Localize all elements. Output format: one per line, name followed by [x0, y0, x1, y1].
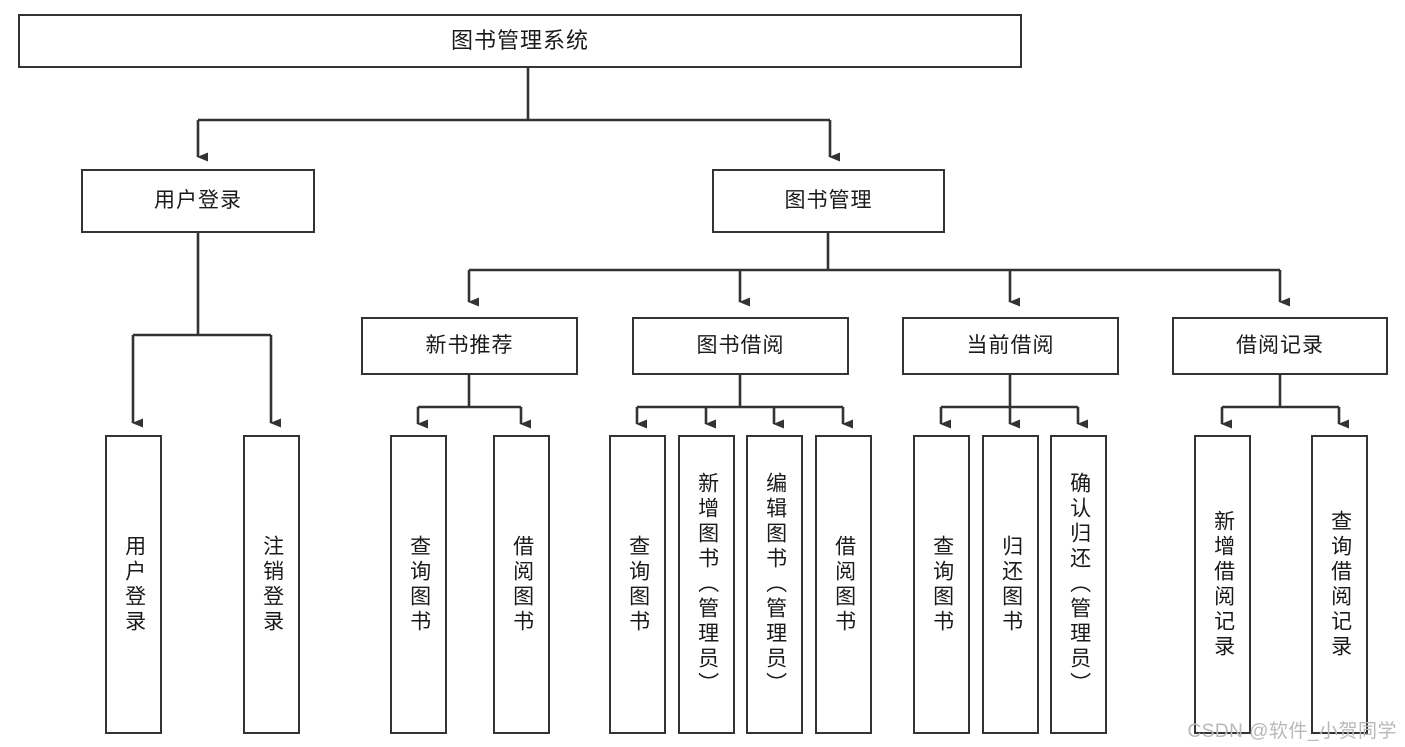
node-label: 当前借阅: [966, 333, 1055, 357]
node-label: 借阅图书: [510, 534, 534, 635]
node-label: 图书管理系统: [450, 28, 589, 54]
node-label: 查询图书: [407, 534, 431, 635]
leaf-borrow-borrow-book[interactable]: 借阅图书: [815, 435, 872, 734]
leaf-current-confirm-return-admin[interactable]: 确认归还（管理员）: [1050, 435, 1107, 734]
node-label: 新增图书（管理员）: [695, 472, 719, 697]
leaf-user-login-logout[interactable]: 注销登录: [243, 435, 300, 734]
node-label: 新增借阅记录: [1211, 509, 1235, 660]
leaf-current-return-book[interactable]: 归还图书: [982, 435, 1039, 734]
node-label: 图书管理: [784, 188, 873, 212]
node-label: 归还图书: [999, 534, 1023, 635]
node-label: 用户登录: [154, 188, 242, 212]
node-root-book-management-system[interactable]: 图书管理系统: [18, 14, 1022, 68]
leaf-new-book-query[interactable]: 查询图书: [390, 435, 447, 734]
node-book-management[interactable]: 图书管理: [712, 169, 945, 233]
leaf-borrow-edit-book-admin[interactable]: 编辑图书（管理员）: [746, 435, 803, 734]
node-new-book-recommend[interactable]: 新书推荐: [361, 317, 578, 375]
node-label: 借阅图书: [832, 534, 856, 635]
node-label: 借阅记录: [1236, 333, 1324, 357]
leaf-borrow-add-book-admin[interactable]: 新增图书（管理员）: [678, 435, 735, 734]
node-label: 查询借阅记录: [1328, 509, 1352, 660]
watermark: CSDN @软件_小贺同学: [1187, 721, 1397, 742]
node-user-login[interactable]: 用户登录: [81, 169, 315, 233]
node-label: 查询图书: [626, 534, 650, 635]
node-label: 查询图书: [930, 534, 954, 635]
leaf-user-login-login[interactable]: 用户登录: [105, 435, 162, 734]
leaf-current-query-book[interactable]: 查询图书: [913, 435, 970, 734]
node-label: 编辑图书（管理员）: [763, 472, 787, 697]
node-book-borrow[interactable]: 图书借阅: [632, 317, 849, 375]
node-current-borrow[interactable]: 当前借阅: [902, 317, 1119, 375]
leaf-record-query-borrow-record[interactable]: 查询借阅记录: [1311, 435, 1368, 734]
node-borrow-record[interactable]: 借阅记录: [1172, 317, 1388, 375]
leaf-record-add-borrow-record[interactable]: 新增借阅记录: [1194, 435, 1251, 734]
node-label: 用户登录: [122, 534, 146, 635]
node-label: 注销登录: [260, 534, 284, 635]
leaf-new-book-borrow[interactable]: 借阅图书: [493, 435, 550, 734]
node-label: 图书借阅: [696, 333, 785, 357]
node-label: 确认归还（管理员）: [1067, 472, 1091, 697]
node-label: 新书推荐: [425, 333, 514, 357]
leaf-borrow-query-book[interactable]: 查询图书: [609, 435, 666, 734]
